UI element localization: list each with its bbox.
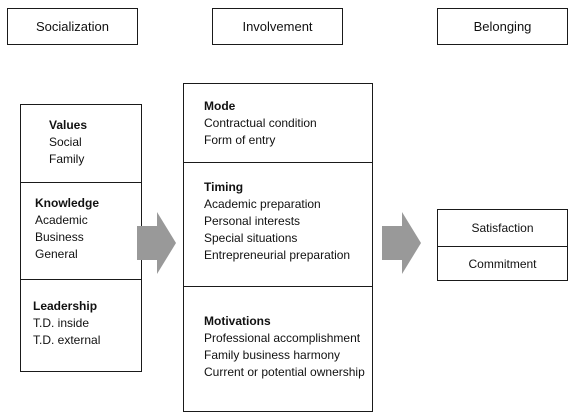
motivations-item: Family business harmony bbox=[204, 348, 341, 362]
motivations-item: Current or potential ownership bbox=[204, 365, 365, 379]
values-item: Social bbox=[49, 135, 82, 149]
values-item: Family bbox=[49, 152, 85, 166]
mode-item: Contractual condition bbox=[204, 116, 317, 130]
knowledge-item: General bbox=[35, 247, 78, 261]
leadership-section: Leadership T.D. inside T.D. external bbox=[21, 279, 141, 372]
timing-item: Personal interests bbox=[204, 214, 301, 228]
timing-item: Special situations bbox=[204, 231, 298, 245]
involvement-header-label: Involvement bbox=[242, 19, 313, 34]
right-arrow-icon bbox=[382, 212, 421, 274]
satisfaction-section: Satisfaction bbox=[438, 210, 567, 246]
socialization-header: Socialization bbox=[7, 8, 138, 45]
mode-section: Mode Contractual condition Form of entry bbox=[184, 84, 372, 162]
motivations-item: Professional accomplishment bbox=[204, 331, 361, 345]
knowledge-item: Academic bbox=[35, 213, 88, 227]
values-section: Values Social Family bbox=[21, 105, 141, 182]
involvement-header: Involvement bbox=[212, 8, 343, 45]
knowledge-title: Knowledge bbox=[35, 196, 100, 210]
timing-title: Timing bbox=[204, 180, 244, 194]
right-arrow-icon bbox=[137, 212, 176, 274]
commitment-section: Commitment bbox=[438, 246, 567, 281]
mode-item: Form of entry bbox=[204, 133, 276, 147]
values-title: Values bbox=[49, 118, 88, 132]
leadership-item: T.D. external bbox=[33, 333, 101, 347]
belonging-header: Belonging bbox=[437, 8, 568, 45]
knowledge-item: Business bbox=[35, 230, 84, 244]
commitment-label: Commitment bbox=[468, 257, 537, 271]
motivations-section: Motivations Professional accomplishment … bbox=[184, 286, 372, 412]
socialization-box: Values Social Family Knowledge Academic … bbox=[20, 104, 142, 372]
timing-item: Entrepreneurial preparation bbox=[204, 248, 351, 262]
leadership-title: Leadership bbox=[33, 299, 98, 313]
involvement-box: Mode Contractual condition Form of entry… bbox=[183, 83, 373, 412]
motivations-title: Motivations bbox=[204, 314, 271, 328]
socialization-header-label: Socialization bbox=[36, 19, 109, 34]
knowledge-section: Knowledge Academic Business General bbox=[21, 182, 141, 279]
mode-title: Mode bbox=[204, 99, 236, 113]
leadership-item: T.D. inside bbox=[33, 316, 90, 330]
belonging-header-label: Belonging bbox=[473, 19, 532, 34]
timing-section: Timing Academic preparation Personal int… bbox=[184, 162, 372, 286]
belonging-box: Satisfaction Commitment bbox=[437, 209, 568, 281]
timing-item: Academic preparation bbox=[204, 197, 321, 211]
satisfaction-label: Satisfaction bbox=[471, 221, 534, 235]
